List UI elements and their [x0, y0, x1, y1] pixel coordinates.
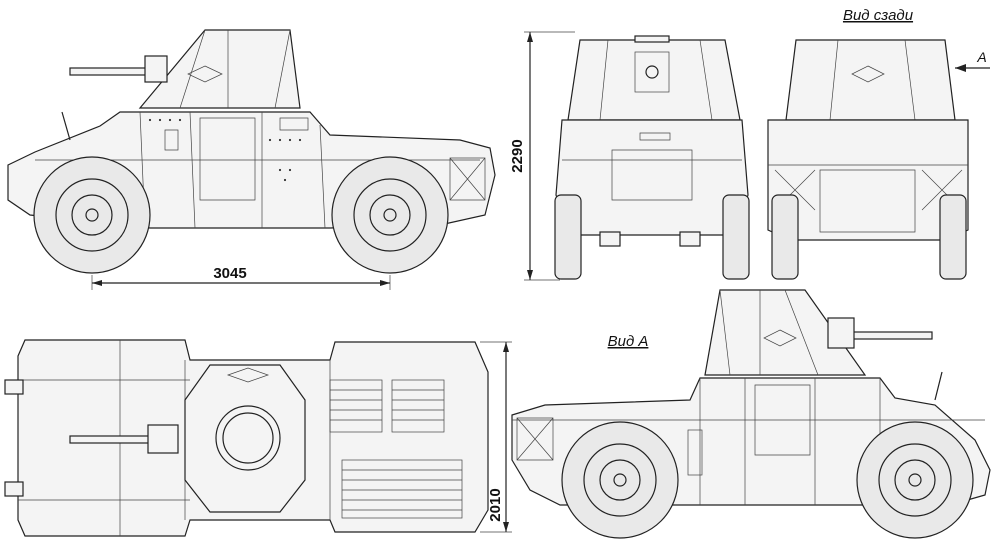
height-dimension: 2290 [509, 31, 575, 281]
rear-right-tire [939, 194, 967, 280]
view-a-gun [849, 331, 933, 340]
width-label: 2010 [487, 488, 504, 521]
top-view: 2010 [4, 339, 512, 537]
side-rivets [148, 118, 302, 182]
side-rear-wheel [331, 156, 449, 274]
side-front-wheel [33, 156, 151, 274]
rear-view: Вид сзади A [767, 7, 990, 280]
front-hull [555, 119, 749, 236]
wheelbase-dimension: 3045 [91, 265, 391, 290]
rear-left-tire [771, 194, 799, 280]
side-gun [69, 67, 151, 76]
front-view: 2290 [509, 31, 750, 281]
rear-view-caption: Вид сзади [843, 7, 914, 24]
view-a-caption: Вид А [608, 333, 649, 350]
top-gun [69, 435, 156, 444]
front-right-tire [722, 194, 750, 280]
rear-turret [785, 39, 956, 121]
view-arrow-a: A [955, 49, 990, 72]
height-label: 2290 [509, 139, 526, 172]
arrow-a-label: A [976, 49, 986, 65]
width-dimension: 2010 [480, 341, 512, 533]
front-left-tire [554, 194, 582, 280]
view-a-rear-wheel [856, 421, 974, 539]
top-turret [184, 364, 306, 513]
view-a: Вид А [511, 289, 991, 539]
top-grilles [329, 379, 463, 519]
wheelbase-label: 3045 [213, 265, 246, 282]
side-view: 3045 [7, 29, 496, 290]
view-a-front-wheel [561, 421, 679, 539]
